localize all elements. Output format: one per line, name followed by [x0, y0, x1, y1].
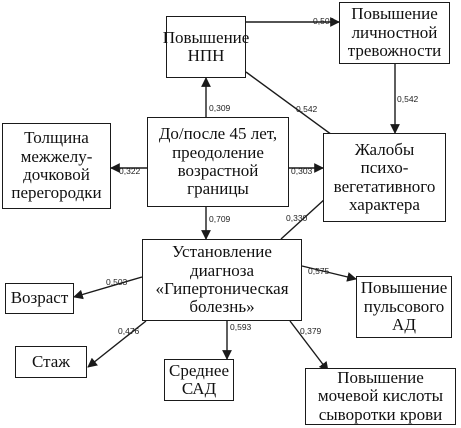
node-age-45-threshold: До/после 45 лет, преодоление возрастной …	[147, 117, 289, 207]
edge-weight-diagnosis-uric-acid: 0,379	[300, 326, 322, 336]
edge-weight-age45-npn: 0,309	[209, 103, 231, 113]
edge-weight-diagnosis-complaints: 0,330	[286, 213, 308, 223]
node-psychovegetative-complaints: Жалобы психо- вегетативного характера	[323, 133, 446, 222]
arrow-diagnosis-experience	[87, 320, 147, 368]
arrow-diagnosis-pulse-pressure	[301, 265, 357, 282]
node-mean-systolic-bp: Среднее САД	[164, 359, 234, 401]
node-personal-anxiety-increase: Повышение личностной тревожности	[339, 2, 450, 64]
arrow-npn-complaints	[245, 71, 344, 144]
node-pulse-pressure-increase: Повышение пульсового АД	[356, 276, 452, 338]
node-serum-uric-acid-increase: Повышение мочевой кислоты сыворотки кров…	[305, 368, 456, 425]
node-npn-increase: Повышение НПН	[163, 16, 249, 78]
edge-weight-age45-septum: 0,322	[119, 166, 141, 176]
edge-weight-diagnosis-pulse-pressure: 0,575	[308, 266, 330, 276]
node-septum-thickness: Толщина межжелу- дочковой перегородки	[2, 123, 111, 209]
node-hypertension-diagnosis: Установление диагноза «Гипертоническая б…	[142, 239, 302, 321]
edge-weight-npn-anxiety: 0,508	[313, 16, 335, 26]
edge-weight-diagnosis-experience: 0,476	[118, 326, 140, 336]
edge-weight-npn-complaints: 0,542	[296, 104, 318, 114]
edge-weight-diagnosis-mean-sbp: 0,593	[230, 322, 252, 332]
edge-weight-diagnosis-age: 0,503	[106, 277, 128, 287]
edge-weight-age45-diagnosis: 0,709	[209, 214, 231, 224]
arrow-diagnosis-uric-acid	[289, 320, 329, 372]
node-age: Возраст	[5, 283, 74, 314]
arrow-diagnosis-age	[73, 276, 143, 300]
node-work-experience: Стаж	[15, 346, 87, 378]
edge-weight-anxiety-complaints: 0,542	[397, 94, 419, 104]
edge-weight-age45-complaints: 0,303	[291, 166, 313, 176]
